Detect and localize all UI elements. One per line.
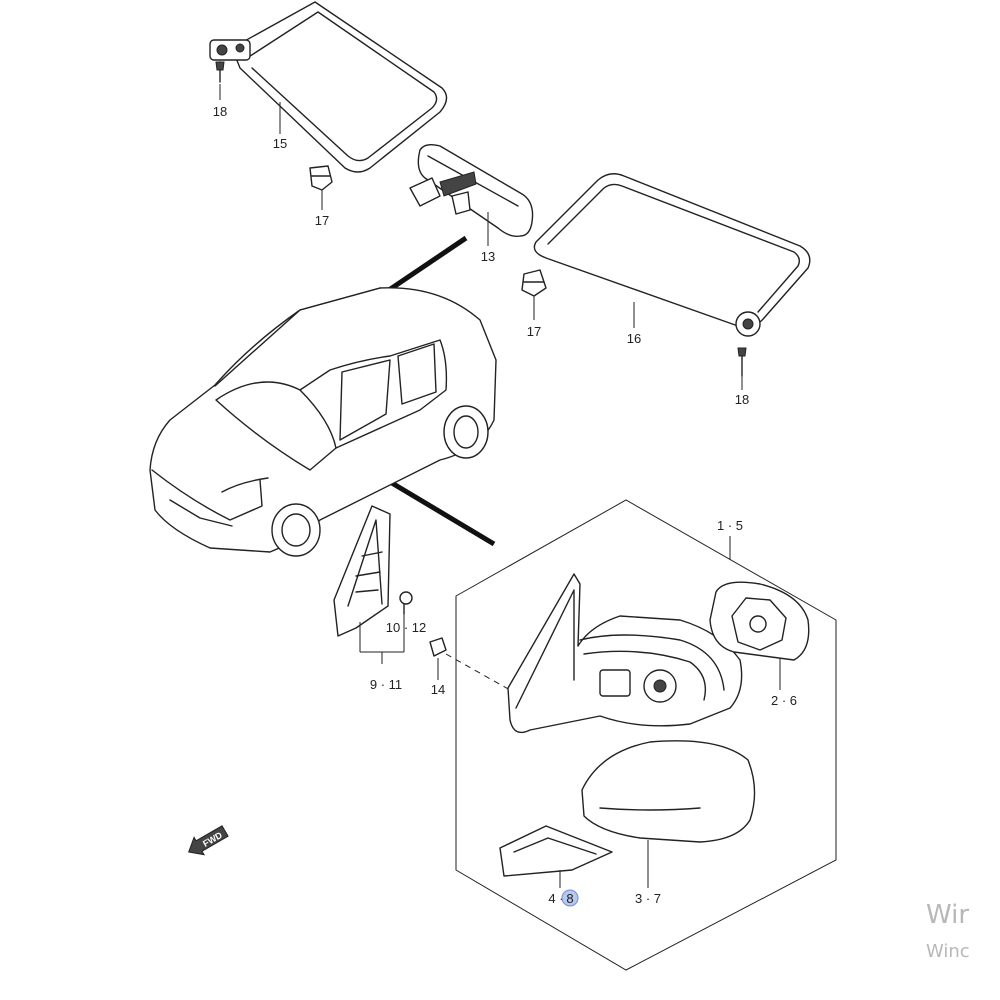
callout-14: 14	[431, 682, 445, 697]
clip-17a	[309, 165, 333, 191]
pillar-garnish	[333, 505, 391, 637]
clip-17b	[521, 269, 547, 297]
fwd-arrow-icon: FWD	[188, 825, 229, 856]
callout-8: 8	[566, 891, 573, 906]
callout-18a: 18	[213, 104, 227, 119]
watermark-line1: Wir	[926, 900, 970, 930]
callout-4: 4 ·	[548, 891, 563, 906]
highlight-marker	[561, 889, 579, 907]
callout-10-12: 10 · 12	[386, 620, 426, 635]
car-outline	[149, 287, 497, 557]
callout-17b: 17	[527, 324, 541, 339]
mirror-glass	[709, 581, 810, 661]
callout-13: 13	[481, 249, 495, 264]
callout-16: 16	[627, 331, 641, 346]
callout-9-11: 9 · 11	[370, 677, 402, 692]
nut-14	[429, 637, 447, 657]
assembly-box	[455, 499, 837, 971]
callout-1-5: 1 · 5	[717, 518, 743, 533]
callout-17a: 17	[315, 213, 329, 228]
sun-visor-right	[533, 173, 811, 337]
callout-2-6: 2 · 6	[771, 693, 797, 708]
watermark-line2: Winc	[926, 941, 970, 962]
callout-15: 15	[273, 136, 287, 151]
clip-10-12	[399, 591, 413, 615]
side-mirror-body	[507, 573, 743, 734]
mirror-cover	[581, 740, 756, 843]
turn-signal	[499, 825, 613, 877]
callout-3-7: 3 · 7	[635, 891, 661, 906]
screw-18b	[737, 347, 747, 377]
rear-view-mirror	[409, 143, 534, 238]
sun-visor-left	[209, 1, 448, 173]
screw-18a	[215, 61, 225, 83]
callout-18b: 18	[735, 392, 749, 407]
